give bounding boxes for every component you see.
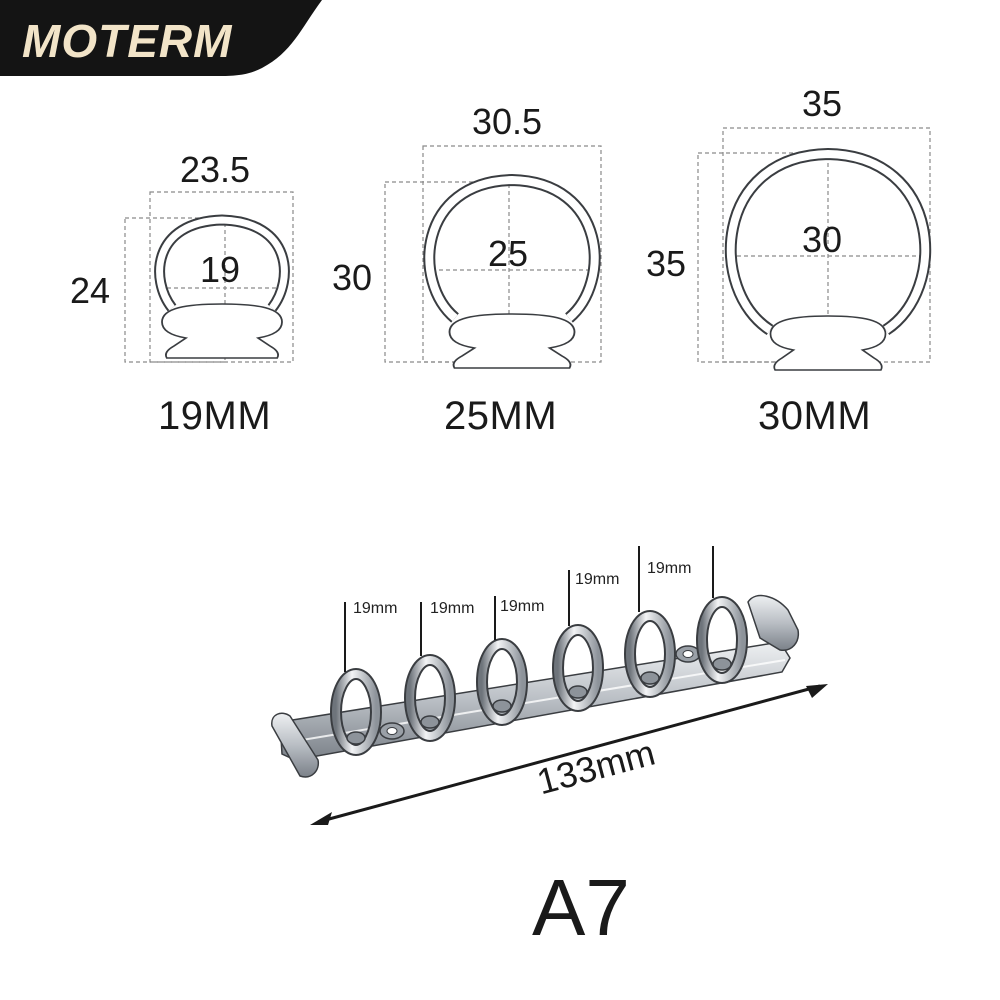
mech-ring-5 <box>624 610 676 698</box>
ring-30-width-label: 35 <box>802 83 843 124</box>
mech-ring-3 <box>476 638 528 726</box>
ring-25-inner-label: 25 <box>488 233 529 274</box>
ring-profile-30mm <box>697 127 932 371</box>
spacing-label-2: 19mm <box>430 600 475 617</box>
ring-profile-25mm <box>384 145 602 369</box>
ring-19-height-label: 24 <box>70 270 111 311</box>
mech-ring-4 <box>552 624 604 712</box>
ring-19-inner-label: 19 <box>200 249 241 290</box>
ring-30-size-label: 30MM <box>758 394 872 438</box>
spacing-label-1: 19mm <box>353 600 398 617</box>
mech-ring-6 <box>696 596 748 684</box>
brand-badge <box>0 0 322 76</box>
spacing-label-5: 19mm <box>647 560 692 577</box>
ring-25-size-label: 25MM <box>444 394 558 438</box>
ring-19-size-label: 19MM <box>158 394 272 438</box>
ring-25-width-label: 30.5 <box>472 101 543 142</box>
ring-25-height-label: 30 <box>332 257 373 298</box>
spacing-label-3: 19mm <box>500 598 545 615</box>
format-label: A7 <box>532 863 630 952</box>
brand-logo: MOTERM <box>22 15 233 67</box>
mech-ring-2 <box>404 654 456 742</box>
ring-profiles <box>124 127 932 371</box>
ring-30-inner-label: 30 <box>802 219 843 260</box>
ring-19-width-label: 23.5 <box>180 149 251 190</box>
ring-mechanism <box>271 546 828 825</box>
spacing-label-4: 19mm <box>575 571 620 588</box>
ring-profile-19mm <box>124 191 294 363</box>
ring-30-height-label: 35 <box>646 243 687 284</box>
mech-ring-1 <box>330 668 382 756</box>
